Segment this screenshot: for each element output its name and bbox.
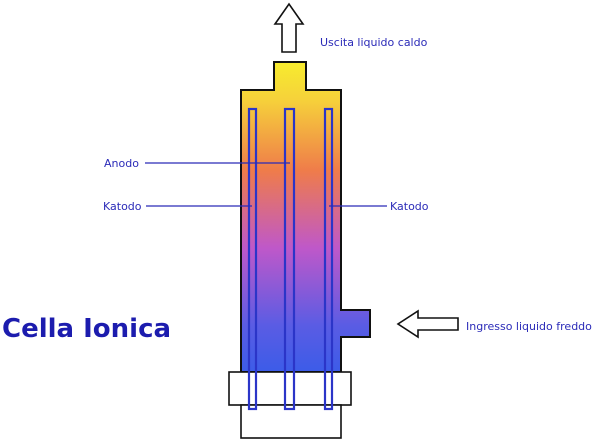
cathode-left-rod: [247, 107, 258, 411]
diagram-title: Cella Ionica: [2, 314, 171, 344]
anode-rod: [283, 107, 296, 411]
outlet-label: Uscita liquido caldo: [320, 36, 428, 49]
inlet-label: Ingresso liquido freddo: [466, 320, 592, 333]
outlet-arrow: [273, 2, 305, 53]
anode-label: Anodo: [104, 157, 139, 170]
cathode-right-label: Katodo: [390, 200, 429, 213]
inlet-arrow: [396, 309, 459, 339]
cathode-left-label: Katodo: [103, 200, 142, 213]
cathode-right-rod: [323, 107, 334, 411]
cell-body: [240, 61, 371, 373]
cell-base-lower: [240, 404, 342, 439]
